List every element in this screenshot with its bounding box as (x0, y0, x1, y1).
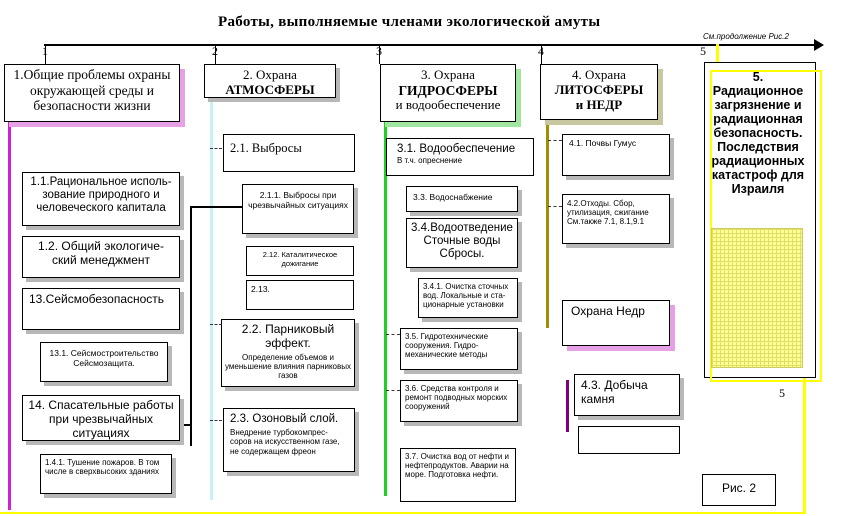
col4-empty-box (578, 426, 680, 454)
col2-item-2-2-title: 2.2. Парниковый эффект. (241, 322, 335, 350)
figure-label-text: Рис. 2 (721, 481, 757, 495)
col5-spine (803, 372, 806, 514)
drop-line-4 (541, 44, 542, 64)
col3-item-3-7: 3.7. Очистка вод от нефти и нефтепродукт… (400, 448, 516, 502)
col3-item-3-4: 3.4.Водоотведение Сточные воды Сбросы. (406, 218, 518, 268)
drop-line-3 (379, 44, 380, 64)
drop-line-5 (716, 44, 719, 62)
col3-dash-1 (386, 334, 400, 336)
col2-item-2-1-text: 2.1. Выбросы (230, 141, 302, 155)
col4-spine-purple (566, 380, 569, 432)
col2-spine (210, 98, 213, 500)
col3-header-line3: и водообеспечение (395, 97, 501, 113)
col4-header-line1: 4. Охрана (572, 67, 626, 82)
col1-item-13: 13.Сейсмобезопасность (22, 288, 180, 330)
col3-item-3-6-text: 3.6. Средства контроля и ремонт подводны… (405, 384, 508, 412)
col2-dash-1 (210, 148, 222, 150)
col4-item-nedra: Охрана Недр (562, 300, 670, 346)
col3-header: 3. Охрана ГИДРОСФЕРЫ и водообеспечение (380, 64, 516, 122)
col3-spine (384, 122, 387, 496)
col1-item-1-1: 1.1.Рациональное исполь-зование природно… (22, 172, 180, 226)
continuation-note: См.продолжение Рис.2 (703, 32, 789, 41)
col5-pattern (711, 228, 803, 368)
col1-item-1-2-text: 1.2. Общий экологиче-ский менеджмент (38, 239, 164, 267)
col2-item-2-3: 2.3. Озоновый слой. Внедрение турбокомпр… (223, 408, 355, 472)
col2-item-2-12-text: 2.12. Каталитическое дожигание (262, 250, 338, 268)
col1-item-1-4-1-text: 1.4.1. Тушение пожаров. В том числе в св… (45, 458, 160, 477)
col3-item-3-7-text: 3.7. Очистка вод от нефти и нефтепродукт… (405, 452, 510, 480)
col3-header-line1: 3. Охрана (421, 67, 475, 82)
bottom-yellow-line (0, 512, 806, 514)
col1-item-1-1-text: 1.1.Рациональное исполь-зование природно… (30, 176, 172, 215)
col3-item-3-6: 3.6. Средства контроля и ремонт подводны… (400, 380, 518, 422)
col4-spine (546, 120, 549, 328)
col2-item-2-13-text: 2.13. (251, 284, 270, 294)
figure-label: Рис. 2 (702, 474, 776, 506)
col5-yellow-frame (710, 70, 822, 382)
col1-item-14-text: 14. Спасательные работы при чрезвычайных… (28, 398, 174, 440)
col4-dash-2 (548, 206, 562, 208)
col1-header-text: 1.Общие проблемы охраны окружающей среды… (13, 67, 171, 114)
col4-item-4-2-text: 4.2.Отходы. Сбор, утилизация, сжигание С… (567, 199, 649, 227)
col4-item-4-3-text: 4.3. Добыча камня (581, 378, 648, 406)
col3-item-3-4-1: 3.4.1. Очистка сточных вод. Локальные и … (418, 278, 518, 318)
col1-item-13-text: 13.Сейсмобезопасность (29, 292, 165, 306)
col2-header: 2. Охрана АТМОСФЕРЫ (204, 64, 336, 98)
col1-bracket-bottom (176, 424, 192, 426)
col4-header: 4. Охрана ЛИТОСФЕРЫ и НЕДР (540, 64, 658, 120)
col2-item-2-2: 2.2. Парниковый эффект. Определение объе… (221, 319, 355, 387)
col3-item-3-1-desc: В т.ч. опреснение (397, 156, 463, 166)
col4-header-line2: ЛИТОСФЕРЫ (554, 81, 644, 97)
col4-item-4-2: 4.2.Отходы. Сбор, утилизация, сжигание С… (562, 194, 670, 244)
drop-line-1 (45, 44, 46, 64)
col2-item-2-13: 2.13. (246, 280, 354, 310)
col3-dash-2 (386, 390, 400, 392)
col3-item-3-4-1-text: 3.4.1. Очистка сточных вод. Локальные и … (423, 282, 509, 310)
col3-item-3-1: 3.1. Водообеспечение В т.ч. опреснение (386, 138, 534, 176)
col3-header-line2: ГИДРОСФЕРЫ (398, 82, 498, 98)
col2-header-line1: 2. Охрана (243, 67, 297, 82)
col1-item-1-2: 1.2. Общий экологиче-ский менеджмент (22, 236, 180, 278)
diagram-title: Работы, выполняемые членами экологическо… (218, 14, 601, 30)
col2-item-2-3-desc: Внедрение турбокомпрес-соров на искусств… (230, 428, 340, 456)
col2-item-2-12: 2.12. Каталитическое дожигание (246, 246, 354, 276)
col4-item-4-1-text: 4.1. Почвы Гумус (569, 138, 637, 148)
top-arrow-line (44, 44, 816, 46)
col1-item-13-1-text: 13.1. Сейсмостроительство Сейсмозащита. (49, 348, 159, 368)
col3-item-3-5-text: 3.5. Гидротехнические сооружения. Гидро-… (405, 332, 489, 360)
col3-item-3-4-text: 3.4.Водоотведение Сточные воды Сбросы. (411, 222, 513, 261)
col1-item-13-1: 13.1. Сейсмостроительство Сейсмозащита. (40, 342, 168, 382)
col3-item-3-1-title: 3.1. Водообеспечение (397, 143, 516, 155)
col5-header: 5. Радиационное загрязнение и радиационн… (711, 70, 805, 196)
col1-bracket (190, 206, 192, 446)
col3-item-3-5: 3.5. Гидротехнические сооружения. Гидро-… (400, 328, 518, 370)
col2-item-2-1-1-text: 2.1.1. Выбросы при чрезвычайных ситуация… (248, 190, 348, 210)
column-number-5: 5 (700, 44, 706, 58)
col2-item-2-1-1: 2.1.1. Выбросы при чрезвычайных ситуация… (242, 184, 354, 234)
col3-item-3-3: 3.3. Водоснабжение (406, 186, 518, 212)
col4-dash-1 (548, 140, 562, 142)
col2-dash-2 (210, 324, 222, 326)
col4-item-4-1: 4.1. Почвы Гумус (562, 134, 670, 176)
col4-header-line3: и НЕДР (575, 96, 623, 112)
col1-item-14: 14. Спасательные работы при чрезвычайных… (22, 395, 180, 441)
col2-dash-3 (210, 420, 222, 422)
col2-item-2-1: 2.1. Выбросы (223, 134, 355, 172)
col2-header-line2: АТМОСФЕРЫ (225, 81, 315, 97)
col4-item-nedra-text: Охрана Недр (571, 304, 645, 318)
column-number-5-bottom: 5 (779, 386, 785, 400)
col1-item-1-4-1: 1.4.1. Тушение пожаров. В том числе в св… (40, 454, 172, 494)
col4-item-4-3: 4.3. Добыча камня (574, 374, 680, 416)
col2-item-2-3-title: 2.3. Озоновый слой. (230, 413, 339, 425)
col2-item-2-2-desc: Определение объемов и уменьшение влияния… (225, 352, 352, 380)
drop-line-2 (215, 44, 216, 64)
col1-bracket-top (190, 206, 242, 208)
col1-spine (8, 122, 11, 510)
arrow-head-icon (814, 39, 824, 51)
col3-item-3-3-text: 3.3. Водоснабжение (413, 192, 493, 202)
col1-header: 1.Общие проблемы охраны окружающей среды… (4, 64, 180, 122)
